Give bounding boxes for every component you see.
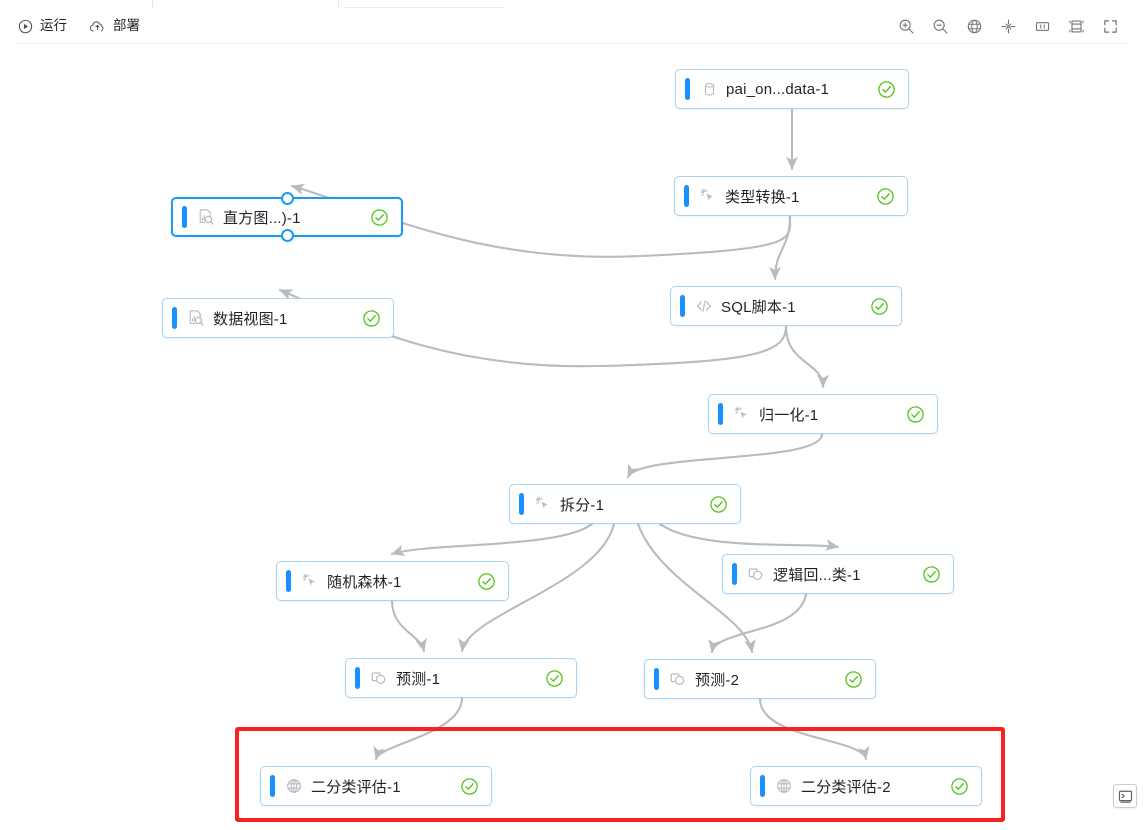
toolbar-right-group [898,8,1119,44]
vertical-layout-icon[interactable] [1068,18,1085,35]
deploy-label: 部署 [113,18,140,34]
success-check-icon [950,777,969,796]
node-accent-bar [760,775,765,797]
node-label: 数据视图-1 [213,310,288,328]
node-label: 二分类评估-2 [801,778,891,796]
node-accent-bar [718,403,723,425]
terminal-console-icon [1118,789,1133,804]
graph-node-sql[interactable]: SQL脚本-1 [670,286,902,326]
toolbar-left-group: 运行 部署 [18,8,140,44]
graph-node-eval1[interactable]: 二分类评估-1 [260,766,492,806]
node-accent-bar [684,185,689,207]
success-check-icon [877,80,896,99]
edge-layer [278,107,870,761]
node-accent-bar [654,668,659,690]
graph-node-pred2[interactable]: 预测-2 [644,659,876,699]
database-icon [700,80,718,98]
node-label: 归一化-1 [759,406,819,424]
data-report-icon [197,208,215,226]
toolbar-divider [16,43,1129,44]
zoom-in-icon[interactable] [898,18,915,35]
graph-node-split[interactable]: 拆分-1 [509,484,741,524]
node-label: 拆分-1 [560,496,605,514]
success-check-icon [460,777,479,796]
success-check-icon [709,495,728,514]
success-check-icon [876,187,895,206]
success-check-icon [844,670,863,689]
success-check-icon [906,405,925,424]
code-icon [695,297,713,315]
success-check-icon [870,297,889,316]
node-accent-bar [685,78,690,100]
node-accent-bar [286,570,291,592]
fullscreen-icon[interactable] [1102,18,1119,35]
globe-icon [775,777,793,795]
play-circle-icon [18,19,33,34]
sparkle-cursor-icon [699,187,717,205]
node-label: 随机森林-1 [327,573,402,591]
node-accent-bar [680,295,685,317]
connection-handle-bottom[interactable] [280,229,294,242]
node-accent-bar [519,493,524,515]
horizontal-layout-icon[interactable] [1034,18,1051,35]
node-accent-bar [172,307,177,329]
node-label: 预测-2 [695,671,740,689]
graph-node-typeconv[interactable]: 类型转换-1 [674,176,908,216]
success-check-icon [545,669,564,688]
console-toggle-button[interactable] [1113,784,1137,808]
toolbar: 运行 部署 [0,8,1145,44]
graph-node-eval2[interactable]: 二分类评估-2 [750,766,982,806]
center-crosshair-icon[interactable] [1000,18,1017,35]
connection-handle-top[interactable] [280,192,294,205]
node-label: 直方图...)-1 [223,209,301,227]
run-label: 运行 [40,18,67,34]
node-accent-bar [182,206,187,228]
shapes-icon [747,565,765,583]
node-label: 二分类评估-1 [311,778,401,796]
sparkle-cursor-icon [534,495,552,513]
success-check-icon [362,309,381,328]
graph-node-dataview[interactable]: 数据视图-1 [162,298,394,338]
graph-node-source[interactable]: pai_on...data-1 [675,69,909,109]
node-label: pai_on...data-1 [726,80,830,98]
node-label: 逻辑回...类-1 [773,566,861,584]
success-check-icon [922,565,941,584]
node-accent-bar [732,563,737,585]
sparkle-cursor-icon [301,572,319,590]
node-accent-bar [355,667,360,689]
graph-node-norm[interactable]: 归一化-1 [708,394,938,434]
sparkle-cursor-icon [733,405,751,423]
node-label: 类型转换-1 [725,188,800,206]
graph-node-hist[interactable]: 直方图...)-1 [171,192,403,242]
globe-icon [285,777,303,795]
zoom-out-icon[interactable] [932,18,949,35]
deploy-button[interactable]: 部署 [89,19,140,34]
graph-node-pred1[interactable]: 预测-1 [345,658,577,698]
shapes-icon [669,670,687,688]
shapes-icon [370,669,388,687]
window-top-strip [0,0,1145,8]
cloud-upload-icon [89,19,106,34]
fit-globe-icon[interactable] [966,18,983,35]
graph-node-lr[interactable]: 逻辑回...类-1 [722,554,954,594]
graph-canvas[interactable]: pai_on...data-1 直方图...)-1 类型转换-1 数据视图-1 SQL脚… [0,44,1145,830]
node-label: 预测-1 [396,670,441,688]
node-accent-bar [270,775,275,797]
success-check-icon [370,208,389,227]
tab-strip-remnant-right [345,0,505,8]
node-label: SQL脚本-1 [721,298,796,316]
data-report-icon [187,309,205,327]
success-check-icon [477,572,496,591]
run-button[interactable]: 运行 [18,19,67,34]
graph-node-rf[interactable]: 随机森林-1 [276,561,509,601]
